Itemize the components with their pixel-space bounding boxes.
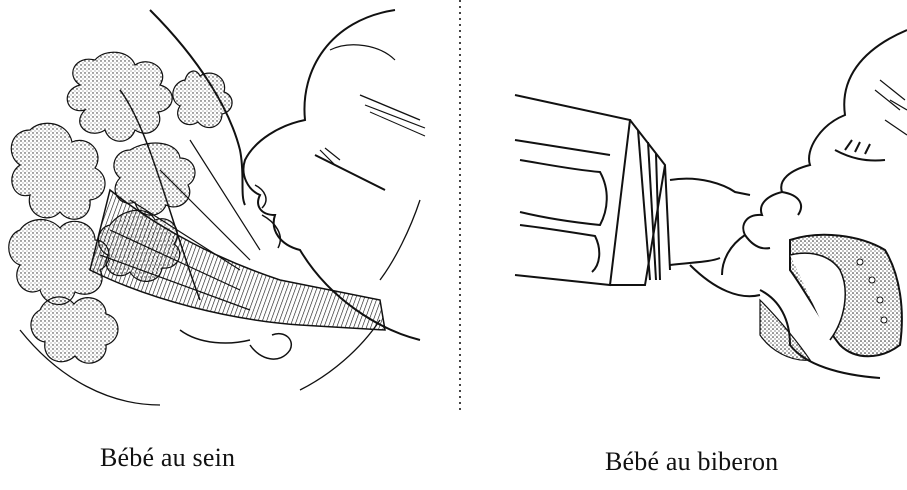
bottle-feeding-panel: Bébé au biberon xyxy=(460,0,907,490)
breastfeeding-panel: Bébé au sein xyxy=(0,0,460,490)
stalk xyxy=(90,190,385,330)
breastfeeding-illustration xyxy=(0,0,460,420)
bottle-feeding-caption: Bébé au biberon xyxy=(605,447,778,477)
bottle-feeding-illustration xyxy=(460,0,907,420)
baby-bottle xyxy=(515,95,750,285)
breastfeeding-caption: Bébé au sein xyxy=(100,443,235,473)
